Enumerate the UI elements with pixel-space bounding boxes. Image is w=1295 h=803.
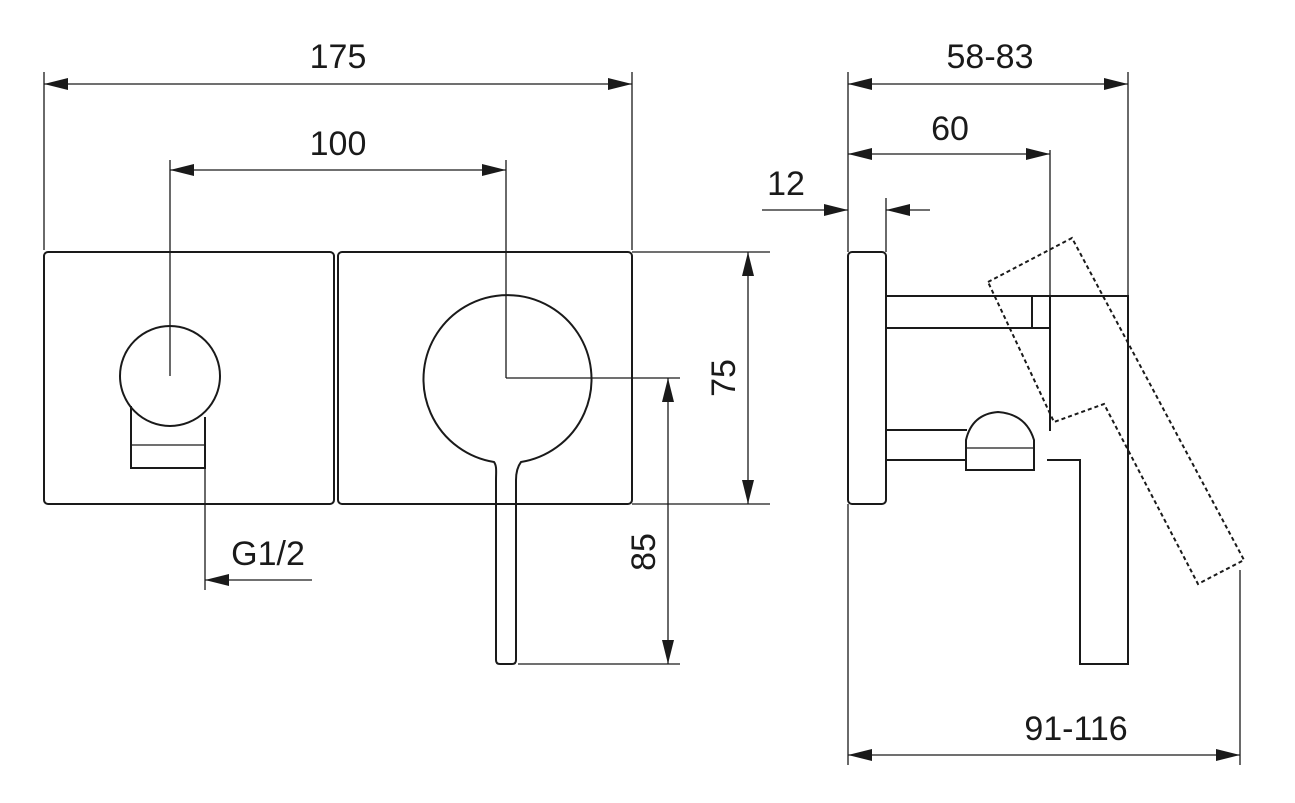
dimension-thread: G1/2 [205, 535, 312, 586]
dimension-overall-width: 175 [43, 38, 633, 250]
left-cover-plate [43, 251, 335, 505]
dimension-max-depth: 91-116 [847, 504, 1241, 765]
lever-alternate-position [986, 236, 1246, 586]
plate-thickness-label: 12 [767, 165, 805, 203]
dimension-center-distance: 100 [170, 125, 506, 176]
dimension-lever-drop: 85 [518, 378, 680, 665]
thread-label: G1/2 [231, 535, 305, 573]
side-wall-plate [847, 251, 887, 505]
dimension-projection-range: 58-83 [847, 38, 1129, 296]
projection-range-label: 58-83 [947, 38, 1034, 76]
overall-width-label: 175 [310, 38, 367, 76]
dimension-body-depth: 60 [848, 110, 1051, 296]
dimension-plate-height: 75 [632, 251, 770, 505]
side-view [847, 236, 1246, 665]
dimension-plate-thickness: 12 [762, 165, 930, 252]
plate-height-label: 75 [705, 359, 743, 397]
center-distance-label: 100 [310, 125, 367, 163]
mixer-lever [422, 294, 593, 665]
body-depth-label: 60 [931, 110, 969, 148]
max-depth-label: 91-116 [1024, 710, 1127, 748]
lever-drop-label: 85 [625, 533, 663, 571]
side-outlet-connector [965, 410, 1035, 471]
valve-body [885, 295, 1129, 665]
front-view [43, 160, 680, 665]
